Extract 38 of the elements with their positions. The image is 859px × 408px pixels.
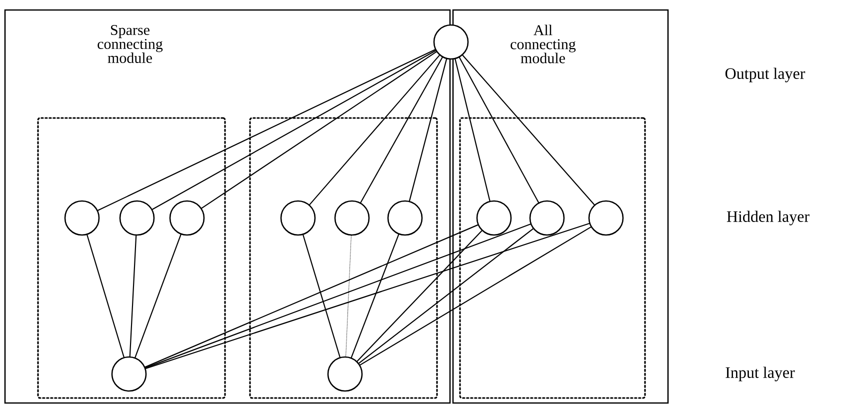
connection-line <box>350 234 400 358</box>
layer-label: Output layer <box>725 68 806 82</box>
connection-line <box>201 51 437 209</box>
connection-line <box>129 235 137 357</box>
dotted-module-box <box>249 117 438 399</box>
connection-line <box>360 226 592 366</box>
dotted-module-box <box>37 117 226 399</box>
dotted-module-box <box>459 117 646 399</box>
connection-line <box>454 58 490 202</box>
connection-line <box>462 54 595 206</box>
layer-label: Hidden layer <box>726 210 810 226</box>
neuron-circle <box>387 200 423 236</box>
neuron-circle <box>64 200 100 236</box>
connection-line <box>346 235 352 357</box>
connection-line <box>152 50 436 210</box>
layer-label: Input layer <box>726 366 795 382</box>
connection-line <box>458 56 540 204</box>
neuron-circle <box>529 200 565 236</box>
module-heading: All connecting module <box>510 24 576 64</box>
connection-line <box>356 230 482 362</box>
connection-line <box>134 234 182 358</box>
connection-line <box>360 56 443 204</box>
neuron-circle <box>433 24 469 60</box>
module-heading: Sparse connecting module <box>98 24 163 64</box>
connection-line <box>86 234 124 358</box>
neuron-circle <box>119 200 155 236</box>
connection-line <box>309 54 440 206</box>
neuron-circle <box>327 356 363 392</box>
connection-line <box>358 228 534 364</box>
neuron-circle <box>111 356 147 392</box>
neuron-circle <box>334 200 370 236</box>
connection-line <box>97 49 436 211</box>
connection-line <box>408 58 448 202</box>
neuron-circle <box>169 200 205 236</box>
neuron-circle <box>476 200 512 236</box>
neuron-circle <box>588 200 624 236</box>
neuron-circle <box>280 200 316 236</box>
connection-line <box>302 234 340 358</box>
